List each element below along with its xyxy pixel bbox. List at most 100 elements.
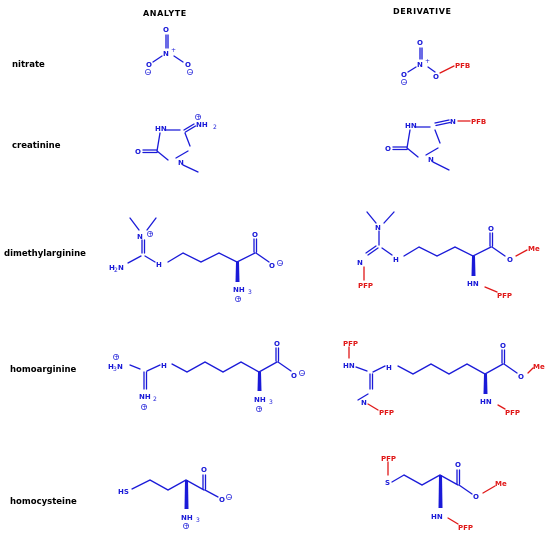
atom-O: O — [135, 148, 141, 156]
atom-O: O — [269, 262, 275, 270]
atom-O: O — [507, 256, 513, 264]
group-PFP: PFP — [505, 409, 520, 417]
atom-O: O — [146, 61, 152, 69]
atom-O: O — [219, 496, 225, 504]
dimethylarginine-derivative-structure: N N PFP H O O Me HN PFP — [357, 211, 540, 300]
atom-NH2: NH — [196, 121, 208, 129]
atom-NH: H — [393, 256, 399, 264]
creatinine-derivative-structure: HN N PFB O N — [385, 118, 486, 171]
atom-O: O — [500, 342, 506, 350]
atom-O: O — [488, 225, 494, 233]
charge-minus: − — [278, 260, 283, 267]
atom-NH: H — [161, 362, 167, 370]
atom-N: N — [137, 233, 143, 241]
charge-minus: − — [402, 79, 407, 86]
group-PFB: PFB — [471, 118, 486, 126]
charge-plus: + — [148, 231, 153, 238]
subscript-3: 3 — [248, 289, 252, 296]
homocysteine-analyte-structure: HS O O − NH 3 + — [118, 466, 232, 530]
group-Me: Me — [528, 245, 540, 253]
atom-N: N — [178, 159, 184, 167]
atom-O: O — [401, 71, 407, 79]
charge-plus: + — [171, 47, 176, 54]
header-analyte: ANALYTE — [143, 9, 187, 18]
subscript-3: 3 — [269, 399, 273, 406]
group-PFP: PFP — [358, 282, 373, 290]
atom-N: N — [357, 259, 363, 267]
atom-N: N — [428, 156, 434, 164]
homoarginine-analyte-structure: + H 3 N H NH 2 + O O − NH 3 + — [108, 340, 305, 413]
group-PFP: PFP — [343, 340, 358, 348]
subscript-2: 2 — [114, 267, 118, 274]
charge-minus: − — [300, 370, 305, 377]
atom-HN: HN — [343, 362, 355, 370]
atom-O: O — [518, 373, 524, 381]
row-name-homoarginine: homoarginine — [10, 365, 77, 375]
atom-O: O — [163, 26, 169, 34]
atom-O: O — [455, 461, 461, 469]
atom-S: S — [385, 479, 390, 487]
charge-minus: − — [227, 494, 232, 501]
atom-O: O — [385, 145, 391, 153]
group-PFP: PFP — [458, 524, 473, 532]
atom-HS: HS — [118, 488, 129, 496]
atom-NH3: NH — [233, 286, 245, 294]
subscript-2: 2 — [213, 124, 217, 131]
atom-H2N: H — [109, 264, 115, 272]
atom-N: N — [361, 399, 367, 407]
nitrate-analyte-structure: O N + O O − − — [145, 26, 193, 76]
charge-plus: + — [425, 58, 430, 65]
atom-O: O — [291, 372, 297, 380]
charge-plus: + — [142, 404, 147, 411]
charge-minus: − — [146, 69, 151, 76]
charge-minus: − — [188, 69, 193, 76]
group-PFB: PFB — [455, 62, 470, 70]
atom-N: N — [450, 118, 456, 126]
atom-O: O — [252, 231, 258, 239]
atom-NH2: NH — [139, 393, 151, 401]
homoarginine-derivative-structure: PFP HN H N PFP O O Me HN PFP — [343, 340, 545, 417]
atom-HN: HN — [480, 398, 492, 406]
atom-NH3: NH — [181, 514, 193, 522]
charge-plus: + — [196, 114, 201, 121]
group-Me: Me — [495, 480, 507, 488]
group-PFP: PFP — [379, 409, 394, 417]
header-derivative: DERIVATIVE — [393, 7, 452, 16]
atom-N: N — [117, 363, 123, 371]
atom-O: O — [201, 466, 207, 474]
group-PFP: PFP — [497, 292, 512, 300]
charge-plus: + — [184, 523, 189, 530]
row-name-nitrate: nitrate — [12, 60, 45, 70]
atom-HN: HN — [467, 280, 479, 288]
atom-NH: H — [386, 364, 392, 372]
atom-O: O — [417, 39, 423, 47]
charge-plus: + — [236, 296, 241, 303]
atom-N: N — [118, 264, 124, 272]
row-name-dimethylarginine: dimethylarginine — [4, 249, 86, 259]
charge-plus: + — [114, 354, 119, 361]
atom-O: O — [274, 340, 280, 348]
atom-N: N — [375, 224, 381, 232]
atom-O: O — [473, 493, 479, 501]
atom-NH: HN — [155, 125, 167, 133]
atom-HN: HN — [431, 513, 443, 521]
dimethylarginine-analyte-structure: N + H 2 N H O O − NH 3 + — [109, 217, 283, 303]
charge-plus: + — [257, 406, 262, 413]
atom-H3N: H — [108, 363, 114, 371]
subscript-3: 3 — [196, 517, 200, 524]
atom-NH3: NH — [254, 396, 266, 404]
atom-O: O — [433, 73, 439, 81]
subscript-2: 2 — [153, 396, 157, 403]
atom-NH: HN — [405, 122, 417, 130]
row-name-homocysteine: homocysteine — [10, 497, 77, 507]
nitrate-derivative-structure: O N + O O − PFB — [401, 39, 470, 86]
group-Me: Me — [533, 363, 545, 371]
subscript-3: 3 — [113, 366, 117, 373]
homocysteine-derivative-structure: PFP S O O Me HN PFP — [381, 455, 507, 532]
atom-O: O — [185, 61, 191, 69]
atom-N: N — [417, 61, 423, 69]
row-name-creatinine: creatinine — [12, 141, 61, 151]
atom-NH: H — [156, 261, 162, 269]
group-PFP: PFP — [381, 455, 396, 463]
